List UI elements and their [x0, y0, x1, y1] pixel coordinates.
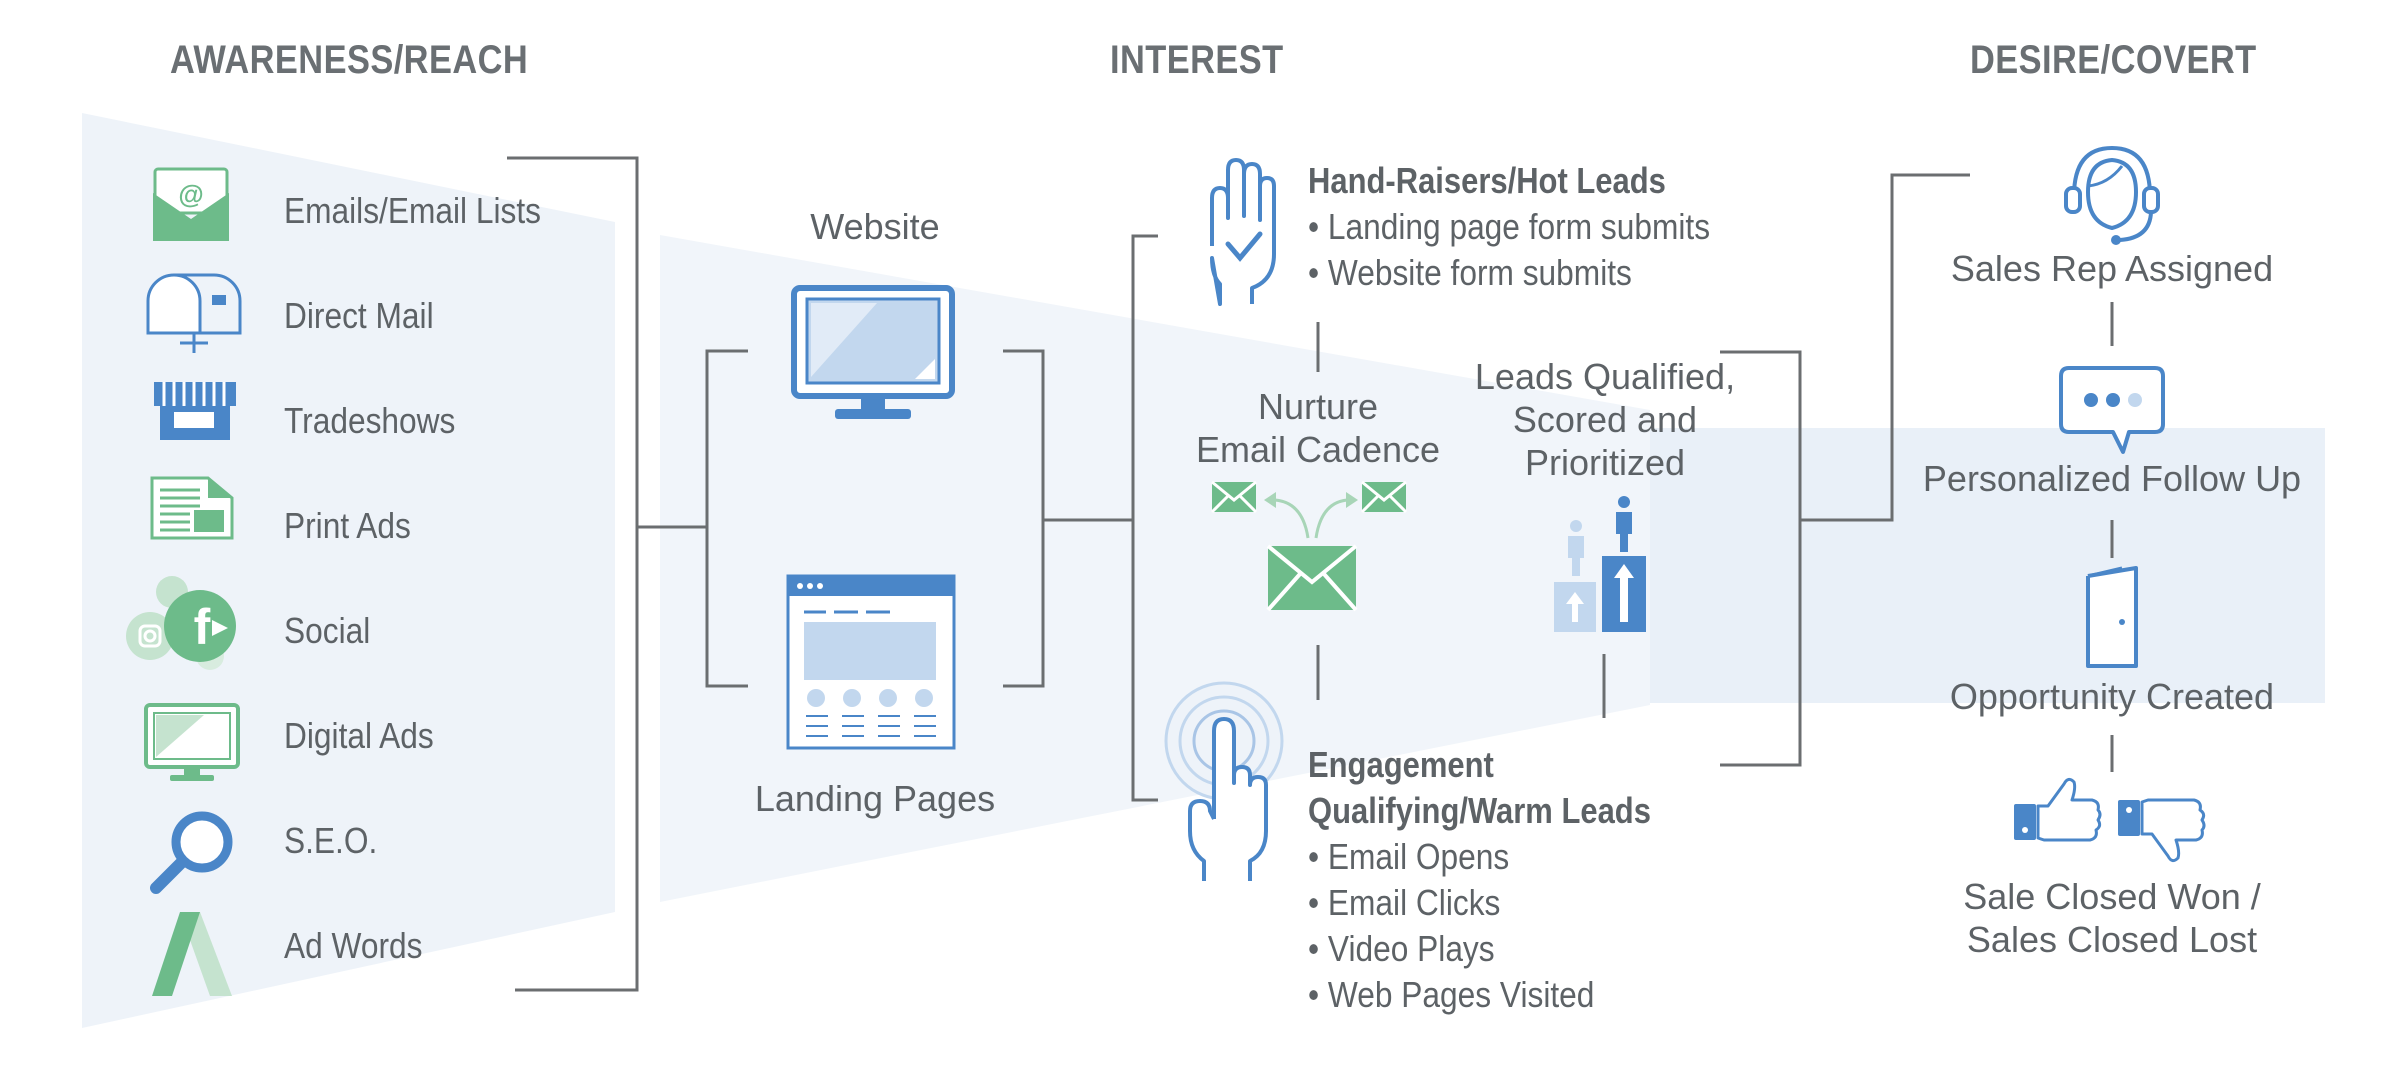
email-envelope-icon: @ [153, 167, 229, 241]
landing-page-icon [786, 574, 956, 750]
headset-rep-icon [2064, 145, 2160, 245]
door-icon [2086, 566, 2138, 668]
hot-leads-title: Hand-Raisers/Hot Leads [1308, 160, 1666, 201]
landing-pages-label: Landing Pages [754, 778, 996, 819]
nurture-label-line1: Nurture [1257, 386, 1379, 427]
adwords-icon [152, 912, 232, 996]
personalized-follow-up-label: Personalized Follow Up [1922, 458, 2302, 499]
storefront-icon [154, 382, 236, 440]
tap-finger-icon [1164, 681, 1284, 881]
warm-leads-bullet-2: • Email Clicks [1308, 882, 1501, 923]
qualified-bracket [1720, 350, 1802, 767]
funnel-stage-desire [1650, 428, 2325, 703]
warm-leads-bullet-1: • Email Opens [1308, 836, 1510, 877]
channel-label-ad-words: Ad Words [284, 925, 423, 966]
sale-closed-label-line1: Sale Closed Won / [1963, 876, 2261, 917]
channel-label-digital-ads: Digital Ads [284, 715, 434, 756]
channel-label-print-ads: Print Ads [284, 505, 411, 546]
thumbs-up-down-icon [2014, 777, 2206, 863]
lead-ranking-icon [1554, 496, 1646, 632]
opportunity-created-label: Opportunity Created [1949, 676, 2275, 717]
sale-closed-label-line2: Sales Closed Lost [1966, 919, 2258, 960]
qualified-to-desire [1800, 173, 1970, 522]
raised-hand-icon [1210, 158, 1276, 306]
website-label: Website [810, 206, 940, 247]
svg-text:f: f [194, 599, 211, 655]
digital-ad-monitor-icon [144, 703, 240, 781]
warm-leads-title-1: Engagement [1308, 744, 1494, 785]
warm-leads-title-2: Qualifying/Warm Leads [1308, 790, 1651, 831]
awareness-bracket [507, 156, 639, 992]
channels-left-bracket [705, 349, 748, 688]
header-interest: INTEREST [1110, 38, 1284, 82]
funnel-stage-awareness [82, 113, 615, 1028]
hot-leads-bullet-2: • Website form submits [1308, 252, 1632, 293]
channel-label-social: Social [284, 610, 371, 651]
header-awareness: AWARENESS/REACH [170, 38, 529, 82]
qualified-label-line3: Prioritized [1524, 442, 1686, 483]
sales-rep-assigned-label: Sales Rep Assigned [1950, 248, 2274, 289]
channel-label-seo: S.E.O. [284, 820, 378, 861]
website-monitor-icon [791, 285, 955, 419]
nurture-label-line2: Email Cadence [1195, 429, 1441, 470]
channels-right-bracket [1003, 349, 1045, 688]
chat-bubble-icon [2059, 366, 2165, 454]
channel-label-tradeshows: Tradeshows [284, 400, 456, 441]
magnifier-icon [150, 811, 233, 894]
qualified-label-line2: Scored and [1512, 399, 1698, 440]
warm-leads-bullet-4: • Web Pages Visited [1308, 974, 1595, 1015]
print-ad-icon [150, 476, 234, 540]
qualified-label-line1: Leads Qualified, [1474, 356, 1736, 397]
nurture-email-cycle-icon [1210, 480, 1408, 612]
channel-label-emails: Emails/Email Lists [284, 190, 542, 231]
hot-leads-bullet-1: • Landing page form submits [1308, 206, 1711, 247]
social-media-icon: f [126, 576, 236, 670]
channel-label-direct-mail: Direct Mail [284, 295, 434, 336]
svg-text:@: @ [178, 179, 203, 209]
warm-leads-bullet-3: • Video Plays [1308, 928, 1495, 969]
mailbox-icon [146, 273, 242, 353]
interest-bracket [1131, 234, 1158, 802]
header-desire: DESIRE/COVERT [1970, 38, 2257, 82]
